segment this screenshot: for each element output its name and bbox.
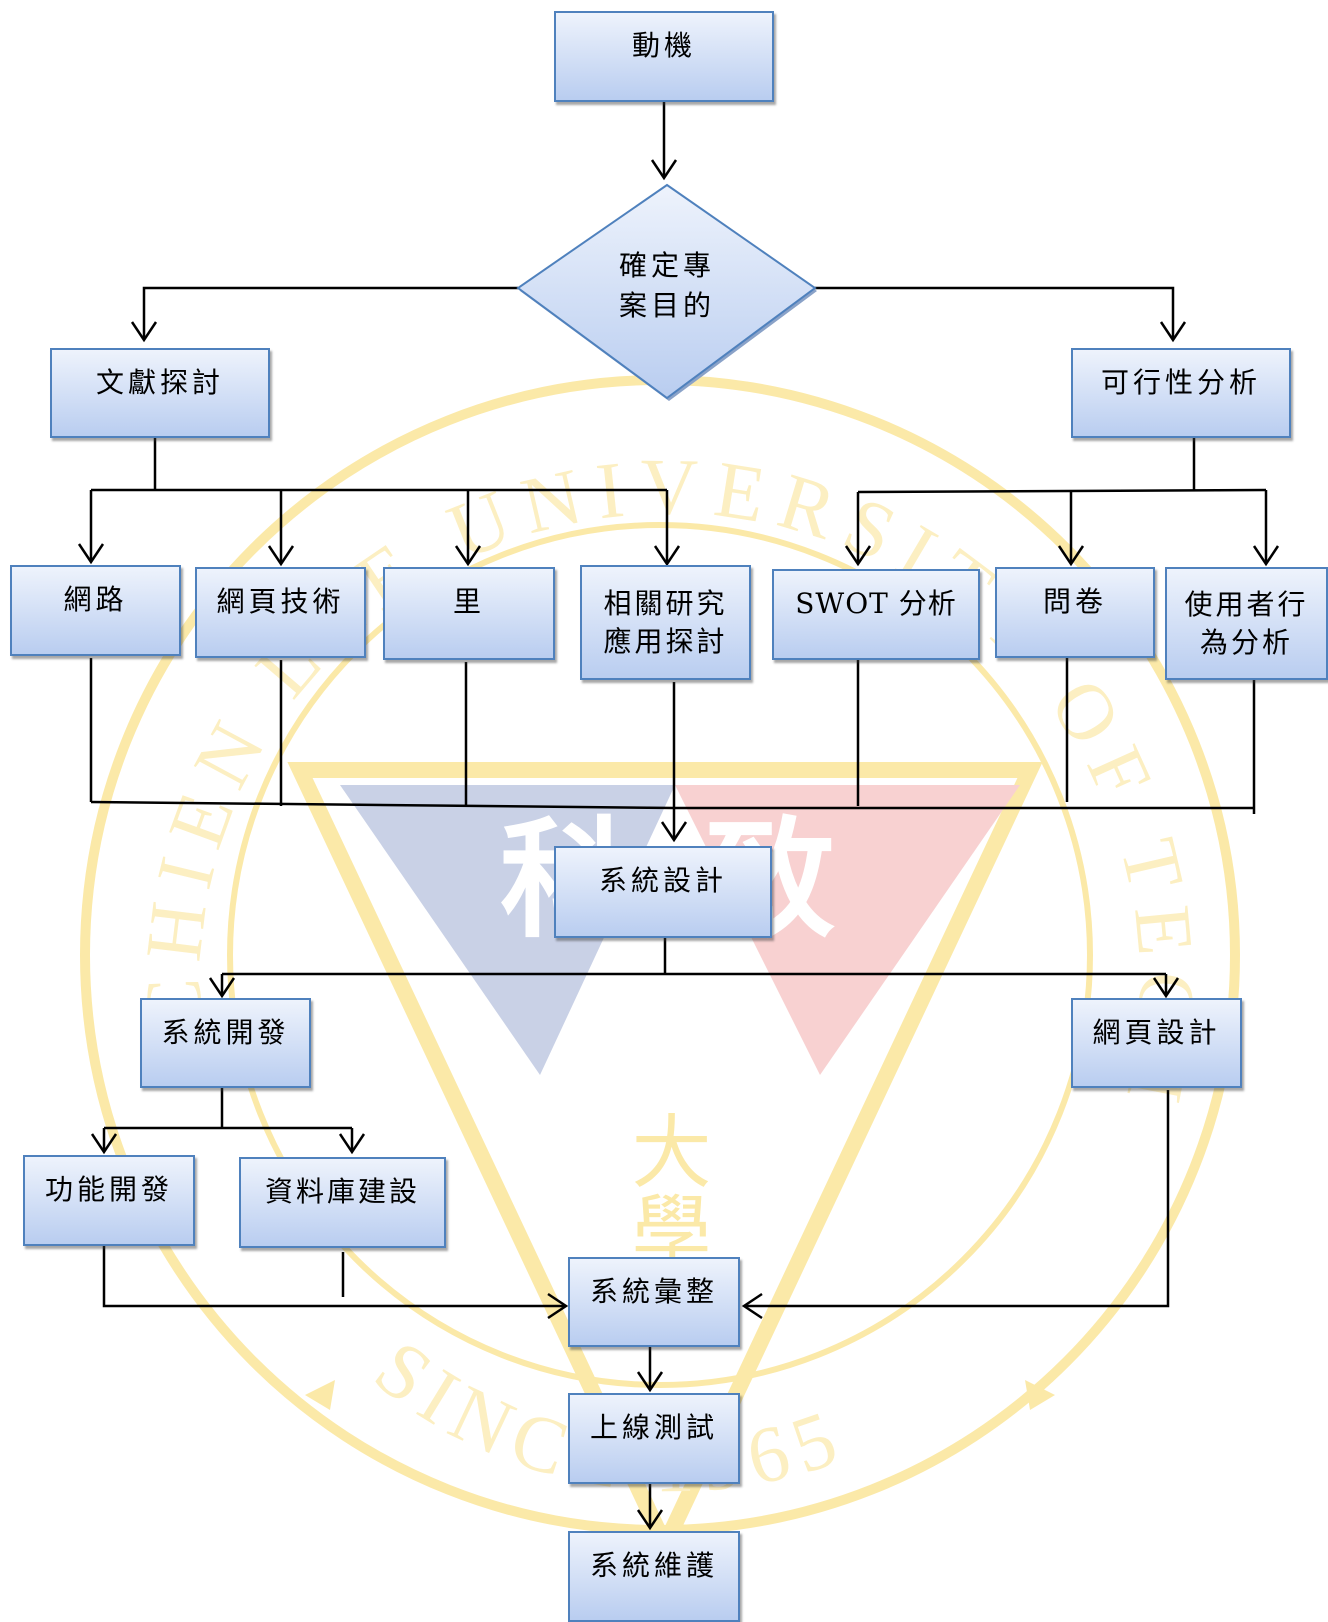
arrowhead — [1159, 321, 1187, 343]
watermark-mark-right — [1025, 1380, 1055, 1410]
literature-review-box: 文獻探討 — [50, 348, 270, 438]
web-design-box: 網頁設計 — [1071, 998, 1242, 1088]
network-box: 網路 — [10, 565, 181, 656]
arrowhead — [741, 1292, 763, 1320]
arrowhead — [636, 1371, 664, 1393]
arrowhead — [77, 543, 105, 565]
arrowhead — [454, 545, 482, 567]
motivation-box: 動機 — [554, 11, 774, 102]
arrowhead — [636, 1509, 664, 1531]
watermark-triangle-outline — [287, 762, 1043, 1564]
objective-label: 確定專 案目的 — [618, 249, 715, 322]
online-testing-box: 上線測試 — [568, 1393, 740, 1484]
connector-function-integration — [102, 1246, 566, 1308]
connector-objective-literature — [142, 286, 518, 340]
arrowhead — [1057, 545, 1085, 567]
watermark-char-vertical: 大學 — [619, 1110, 712, 1270]
arrowhead — [267, 545, 295, 567]
arrowhead — [338, 1133, 366, 1155]
collector-bus-bottom — [90, 800, 1254, 810]
arrowhead — [90, 1133, 118, 1155]
arrowhead — [1152, 977, 1180, 999]
watermark-ring-inner — [227, 522, 1093, 1388]
connector-webdesign-integration — [744, 1090, 1170, 1308]
database-construction-box: 資料庫建設 — [239, 1157, 446, 1248]
user-behavior-analysis-box: 使用者行 為分析 — [1165, 567, 1328, 680]
questionnaire-box: 問卷 — [995, 567, 1155, 658]
function-development-box: 功能開發 — [23, 1155, 195, 1246]
system-integration-box: 系統彙整 — [568, 1257, 740, 1347]
swot-analysis-box: SWOT 分析 — [772, 569, 980, 660]
li-box: 里 — [383, 567, 555, 660]
decision-diamond-shape — [516, 183, 817, 400]
watermark-mark-left — [305, 1380, 335, 1410]
web-technology-box: 網頁技術 — [195, 567, 366, 658]
arrowhead — [130, 321, 158, 343]
feasibility-analysis-box: 可行性分析 — [1071, 348, 1291, 438]
connector-feasibility-bus — [857, 488, 1267, 494]
arrowhead — [650, 159, 678, 181]
system-design-box: 系統設計 — [554, 846, 772, 938]
arrowhead — [208, 977, 236, 999]
arrowhead — [653, 545, 681, 567]
related-research-box: 相關研究 應用探討 — [580, 565, 751, 680]
arrowhead — [1252, 545, 1280, 567]
arrowhead — [547, 1292, 569, 1320]
arrowhead — [660, 821, 688, 843]
system-maintenance-box: 系統維護 — [568, 1531, 740, 1622]
arrowhead — [844, 545, 872, 567]
system-development-box: 系統開發 — [140, 998, 311, 1088]
connector-objective-feasibility — [810, 286, 1175, 340]
